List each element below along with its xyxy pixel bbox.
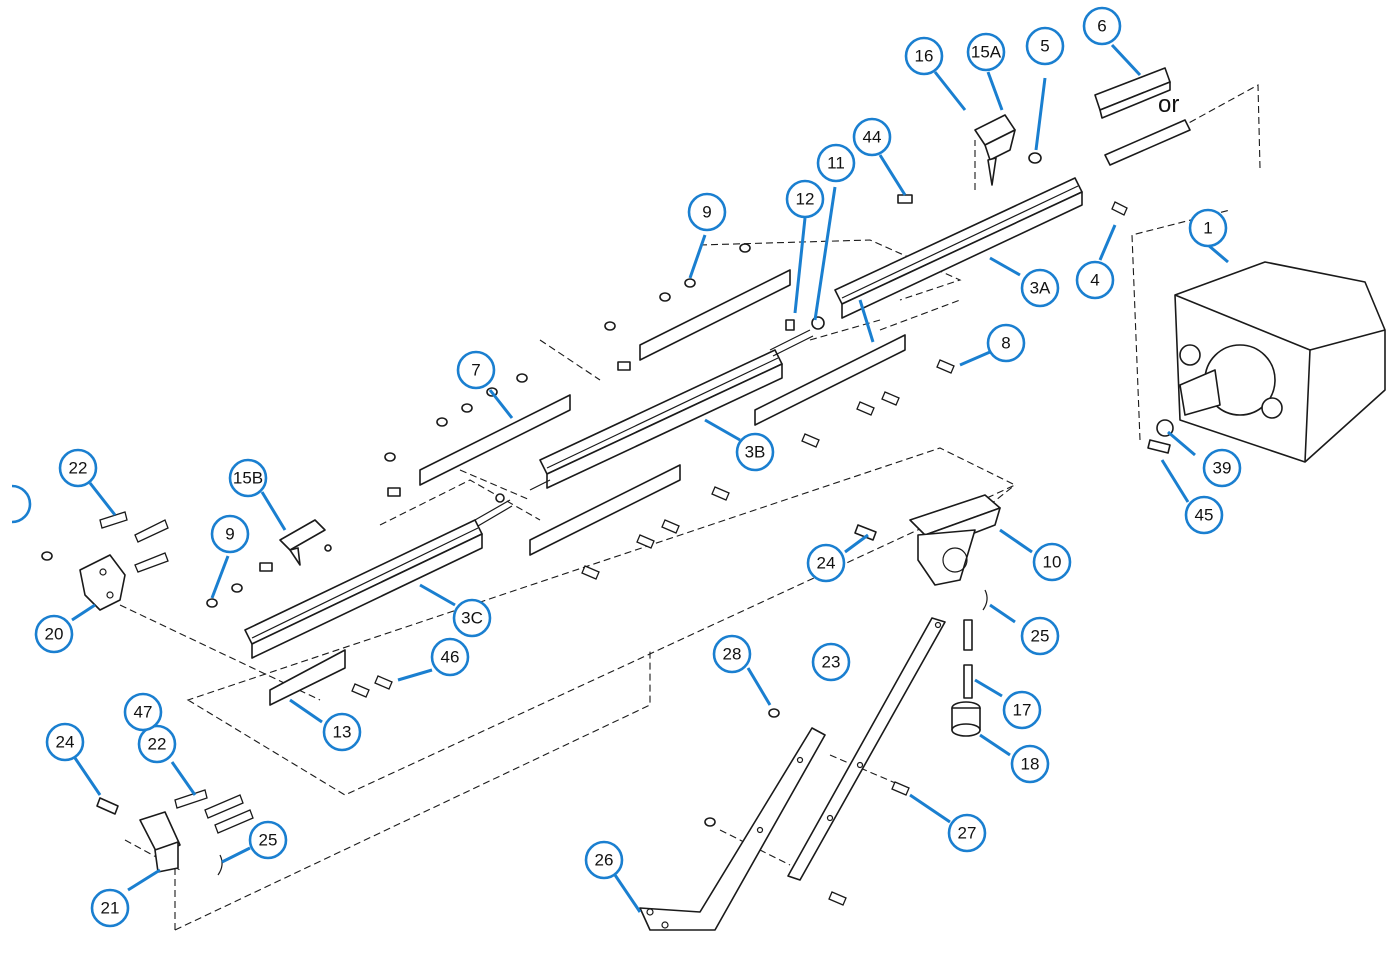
callout-39: 39 (1202, 448, 1242, 488)
callout-9a: 9 (687, 192, 727, 232)
svg-text:15A: 15A (971, 43, 1002, 62)
callout-24a: 24 (806, 543, 846, 583)
svg-text:13: 13 (333, 723, 352, 742)
callout-15B: 15B (228, 458, 268, 498)
svg-text:45: 45 (1195, 506, 1214, 525)
callout-9b: 9 (210, 514, 250, 554)
callout-17: 17 (1002, 690, 1042, 730)
callout-45: 45 (1184, 495, 1224, 535)
callout-28: 28 (712, 634, 752, 674)
part-6-options (1094, 67, 1191, 166)
svg-text:25: 25 (259, 831, 278, 850)
svg-text:12: 12 (796, 190, 815, 209)
or-label: or (1158, 91, 1179, 118)
svg-text:3C: 3C (461, 609, 483, 628)
callout-47: 47 (123, 692, 163, 732)
nuts-and-clips (41, 152, 1042, 827)
callout-25a: 25 (1020, 616, 1060, 656)
svg-text:22: 22 (69, 459, 88, 478)
callout-5: 5 (1025, 26, 1065, 66)
svg-text:5: 5 (1040, 37, 1049, 56)
straight-arm (787, 617, 946, 881)
rail-section-3A (834, 177, 1083, 319)
svg-text:1: 1 (1203, 219, 1212, 238)
svg-text:24: 24 (817, 554, 836, 573)
svg-text:10: 10 (1043, 553, 1062, 572)
svg-text:3A: 3A (1030, 279, 1051, 298)
svg-text:25: 25 (1031, 627, 1050, 646)
motor-unit (1147, 261, 1386, 463)
svg-text:6: 6 (1097, 17, 1106, 36)
svg-text:24: 24 (56, 733, 75, 752)
svg-text:46: 46 (441, 648, 460, 667)
svg-text:9: 9 (225, 525, 234, 544)
callout-7: 7 (456, 350, 496, 390)
callout-22b: 22 (137, 724, 177, 764)
callout-3C: 3C (452, 598, 492, 638)
svg-text:23: 23 (822, 653, 841, 672)
bolts (351, 201, 1128, 906)
callout-21: 21 (90, 888, 130, 928)
rail-brackets (269, 269, 906, 706)
svg-text:3B: 3B (745, 443, 766, 462)
callout-1: 1 (1188, 208, 1228, 248)
callout-11: 11 (816, 143, 856, 183)
callout-13: 13 (322, 712, 362, 752)
svg-text:15B: 15B (233, 469, 263, 488)
callouts: 1 3A 3B 3C 4 5 6 7 8 9 9 10 11 12 13 15A… (34, 6, 1242, 928)
svg-text:18: 18 (1021, 755, 1040, 774)
callout-18: 18 (1010, 744, 1050, 784)
callout-leaders (71, 43, 1229, 913)
callout-16: 16 (904, 36, 944, 76)
bracket-15B (279, 519, 332, 566)
callout-3B: 3B (735, 432, 775, 472)
svg-text:7: 7 (471, 361, 480, 380)
svg-text:11: 11 (827, 154, 845, 173)
svg-text:26: 26 (595, 851, 614, 870)
svg-text:4: 4 (1090, 271, 1099, 290)
svg-text:22: 22 (148, 735, 167, 754)
svg-text:16: 16 (915, 47, 934, 66)
alignment-guides (119, 84, 1261, 931)
callout-26: 26 (584, 840, 624, 880)
svg-text:21: 21 (101, 899, 120, 918)
callout-24b: 24 (45, 722, 85, 762)
callout-44: 44 (852, 117, 892, 157)
svg-text:8: 8 (1001, 334, 1010, 353)
partial-callout (11, 484, 32, 524)
callout-46: 46 (430, 637, 470, 677)
rail-section-3C (244, 519, 483, 659)
callout-4: 4 (1075, 260, 1115, 300)
callout-20: 20 (34, 614, 74, 654)
trolley (854, 494, 1001, 611)
callout-15A: 15A (966, 32, 1006, 72)
svg-text:27: 27 (958, 824, 977, 843)
callout-27: 27 (947, 813, 987, 853)
svg-text:9: 9 (702, 203, 711, 222)
svg-text:47: 47 (134, 703, 153, 722)
callout-22a: 22 (58, 448, 98, 488)
callout-10: 10 (1032, 542, 1072, 582)
callout-8: 8 (986, 323, 1026, 363)
callout-6: 6 (1082, 6, 1122, 46)
chain-springs (474, 316, 825, 527)
svg-text:39: 39 (1213, 459, 1232, 478)
svg-text:44: 44 (863, 128, 882, 147)
callout-25b: 25 (248, 820, 288, 860)
callout-3A: 3A (1020, 268, 1060, 308)
callout-12: 12 (785, 179, 825, 219)
svg-text:20: 20 (45, 625, 64, 644)
spring-and-nut (951, 619, 981, 737)
callout-23: 23 (811, 642, 851, 682)
svg-text:17: 17 (1013, 701, 1032, 720)
svg-text:28: 28 (723, 645, 742, 664)
door-bracket (96, 789, 254, 876)
bracket-15A (974, 114, 1016, 186)
rail-section-3B (539, 349, 783, 489)
header-bracket (79, 511, 169, 611)
curved-arm (639, 727, 826, 931)
